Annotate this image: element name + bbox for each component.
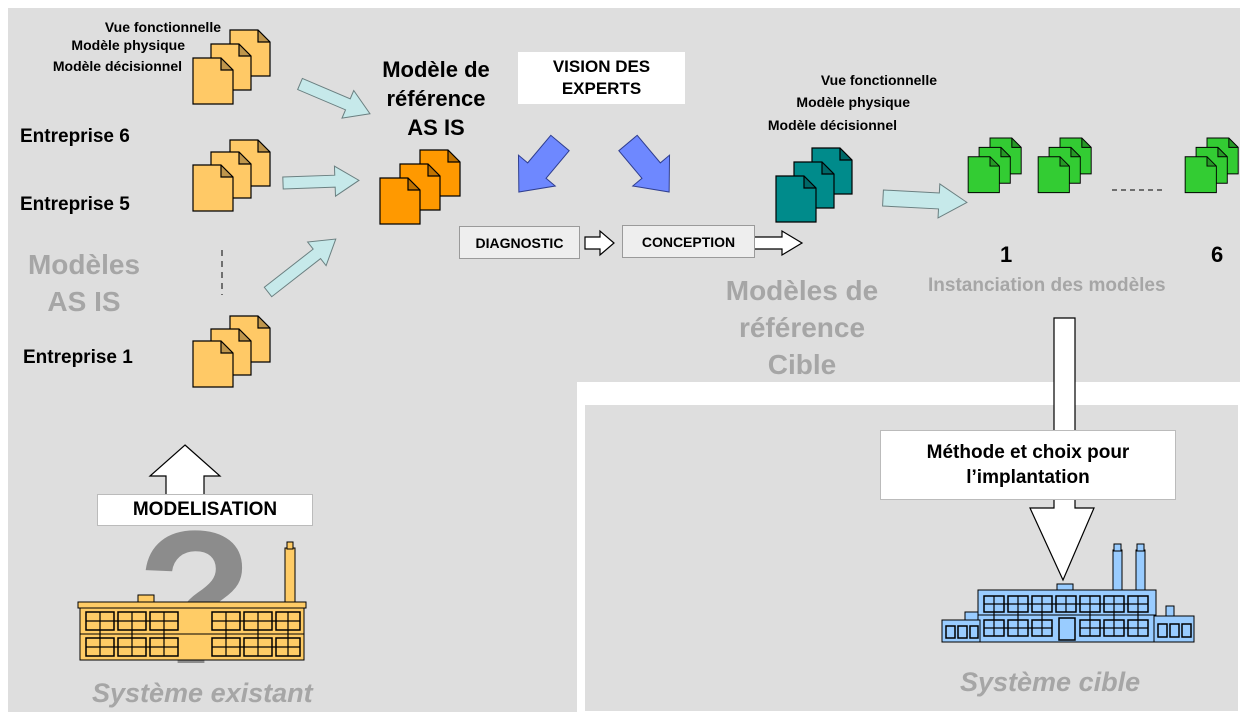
flow-arrow-middle bbox=[282, 165, 360, 198]
reference-model-line-1: Modèle de bbox=[382, 57, 490, 82]
left-label-physical-model: Modèle physique bbox=[71, 37, 185, 53]
enterprise-1-label: Entreprise 1 bbox=[23, 347, 133, 368]
modelisation-box: MODELISATION bbox=[97, 494, 313, 526]
left-label-functional-view: Vue fonctionnelle bbox=[104, 19, 221, 35]
vision-experts-line-2: EXPERTS bbox=[561, 79, 642, 98]
target-models-line-1: Modèles de bbox=[725, 275, 879, 306]
expert-arrow-left bbox=[517, 134, 570, 193]
target-factory-icon bbox=[941, 543, 1195, 643]
target-models-title: Modèles de référence Cible bbox=[712, 272, 892, 383]
implantation-line-1: Méthode et choix pour bbox=[926, 442, 1130, 463]
models-as-is-line-1: Modèles bbox=[27, 249, 141, 280]
models-as-is-line-2: AS IS bbox=[47, 286, 121, 317]
left-label-decision-model: Modèle décisionnel bbox=[52, 58, 182, 74]
existing-system-label: Système existant bbox=[92, 678, 313, 708]
models-as-is-title: Modèles AS IS bbox=[10, 246, 158, 320]
flow-arrow-bottom bbox=[263, 238, 337, 298]
conception-step-box: CONCEPTION bbox=[622, 225, 755, 258]
expert-arrow-right bbox=[618, 134, 671, 193]
reference-model-line-3: AS IS bbox=[407, 115, 465, 140]
enterprise-6-label: Entreprise 6 bbox=[20, 126, 130, 147]
target-models-line-3: Cible bbox=[767, 349, 837, 380]
instance-last-number: 6 bbox=[1211, 242, 1224, 267]
vision-experts-box: VISION DES EXPERTS bbox=[518, 52, 685, 104]
enterprise-5-label: Entreprise 5 bbox=[20, 194, 130, 215]
diagnostic-step-box: DIAGNOSTIC bbox=[459, 226, 580, 259]
instance-first-number: 1 bbox=[1000, 242, 1013, 267]
implantation-method-box: Méthode et choix pour l’implantation bbox=[880, 430, 1176, 500]
target-system-label: Système cible bbox=[960, 667, 1141, 697]
existing-factory-icon bbox=[77, 541, 307, 661]
target-models-line-2: référence bbox=[738, 312, 866, 343]
reference-model-line-2: référence bbox=[386, 86, 486, 111]
instances-caption: Instanciation des modèles bbox=[928, 275, 1166, 296]
implantation-line-2: l’implantation bbox=[966, 467, 1090, 488]
step-arrow-2 bbox=[753, 229, 804, 257]
step-arrow-1 bbox=[584, 229, 615, 257]
target-label-decision-model: Modèle décisionnel bbox=[767, 117, 897, 133]
question-mark-icon: ? bbox=[137, 492, 253, 704]
vision-experts-line-1: VISION DES bbox=[552, 57, 651, 76]
target-label-physical-model: Modèle physique bbox=[796, 94, 910, 110]
reference-model-title: Modèle de référence AS IS bbox=[360, 55, 512, 142]
flow-arrow-right bbox=[882, 183, 968, 219]
flow-arrow-top bbox=[296, 77, 371, 119]
target-label-functional-view: Vue fonctionnelle bbox=[820, 72, 937, 88]
